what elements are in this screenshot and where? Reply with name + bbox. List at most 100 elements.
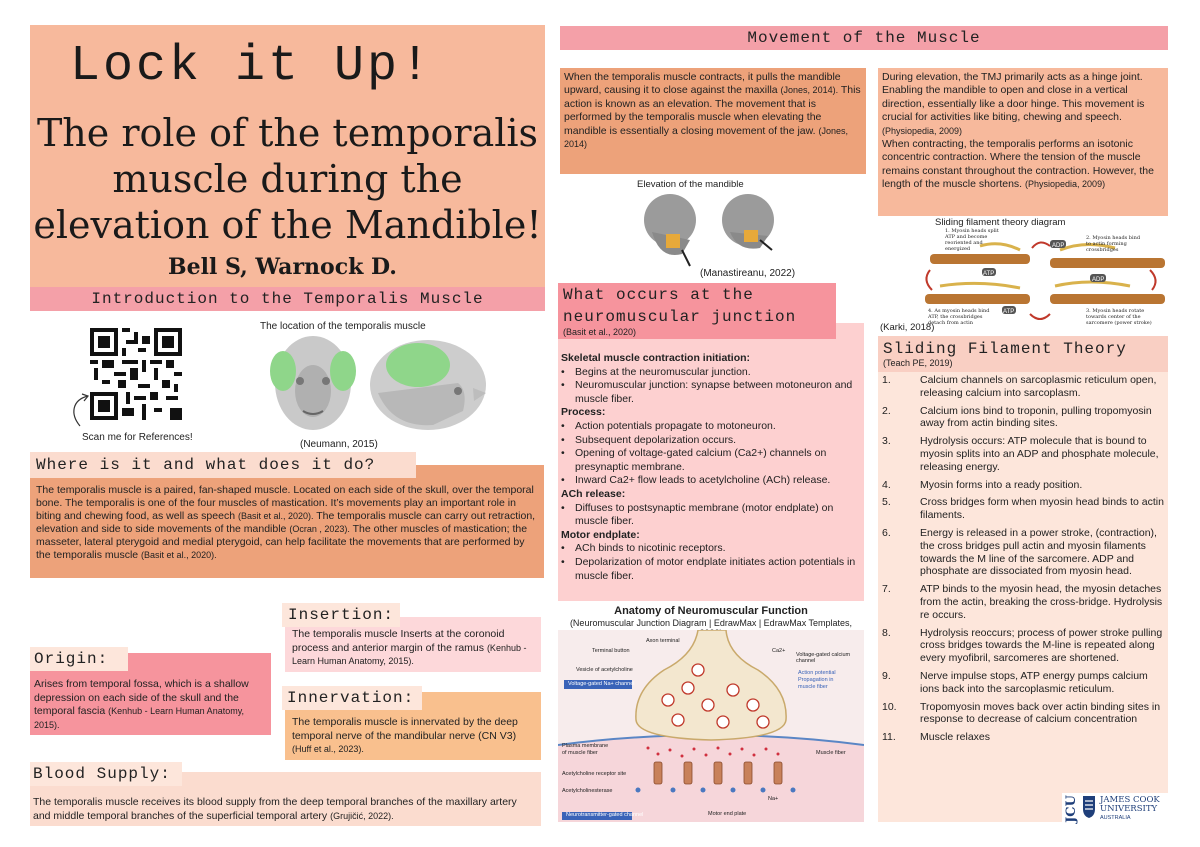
origin-cite: (Kenhub - Learn Human Anatomy, 2015). — [34, 706, 245, 730]
nmj-h1: Skeletal muscle contraction initiation: — [561, 352, 751, 364]
origin-body: Arises from temporal fossa, which is a s… — [34, 678, 249, 717]
where-text-1: The temporalis muscle is a paired, fan-s… — [36, 484, 534, 523]
title-main: The role of the temporalis muscle during… — [32, 110, 543, 248]
jcu-country: AUSTRALIA — [1100, 814, 1131, 821]
where-text-2: The temporalis muscle can carry out retr… — [36, 510, 536, 536]
label-vg-na-channel: Voltage-gated Na+ channel — [568, 681, 635, 687]
atp-label-2: ATP — [1003, 309, 1014, 315]
innervation-text: The temporalis muscle is innervated by t… — [292, 716, 536, 757]
adp-label-2: ADP — [1092, 277, 1104, 283]
movement-heading: Movement of the Muscle — [560, 26, 1168, 50]
where-text-3: The other muscles of mastication; the ma… — [36, 523, 528, 562]
nmj-heading-line-1: What occurs at the — [563, 286, 754, 304]
nmj-h3: ACh release: — [561, 487, 626, 500]
movement-box2-cite1: (Physiopedia, 2009) — [882, 125, 963, 136]
movement-box2-text1: During elevation, the TMJ primarily acts… — [882, 71, 1145, 124]
movement-box1-cite1: (Jones, 2014). — [780, 85, 839, 96]
insertion-text: The temporalis muscle Inserts at the cor… — [292, 628, 536, 669]
blood-heading: Blood Supply: — [30, 762, 182, 786]
where-text: The temporalis muscle is a paired, fan-s… — [36, 484, 538, 563]
movement-box2-text2: When contracting, the temporalis perform… — [882, 138, 1154, 191]
jcu-crest-icon — [1082, 795, 1096, 824]
temporalis-figure-credit: (Neumann, 2015) — [300, 439, 378, 450]
label-terminal-button: Terminal button — [592, 648, 630, 654]
movement-box2-cite2: (Physiopedia, 2009) — [1025, 179, 1106, 190]
elevation-figure-title: Elevation of the mandible — [637, 179, 744, 190]
label-na: Na+ — [768, 796, 779, 802]
sliding-step-row-2: 2.Calcium ions bind to troponin, pulling… — [882, 404, 1152, 430]
nmj-b4-0: ACh binds to nicotinic receptors. — [561, 542, 861, 556]
sliding-step-1: 1. Myosin heads split ATP and become reo… — [945, 228, 999, 252]
title-panel — [30, 25, 545, 290]
nmj-b2-3: Inward Ca2+ flow leads to acetylcholine … — [561, 474, 861, 488]
nmj-b2-1: Subsequent depolarization occurs. — [561, 434, 861, 448]
movement-box1-cite2: (Jones, 2014) — [564, 125, 848, 150]
movement-box-2: During elevation, the TMJ primarily acts… — [878, 68, 1168, 216]
where-cite-1: (Basit et al., 2020). — [237, 511, 314, 522]
atp-label-1: ATP — [983, 271, 994, 277]
nmj-h2: Process: — [561, 406, 606, 419]
nmj-heading: What occurs at the neuromuscular junctio… — [558, 283, 836, 339]
insertion-heading: Insertion: — [282, 603, 400, 627]
elevation-figure-credit: (Manastireanu, 2022) — [700, 268, 796, 279]
label-muscle-fiber: Muscle fiber — [816, 750, 846, 756]
nmj-h4: Motor endplate: — [561, 528, 640, 541]
sliding-step-row-4: 4.Myosin forms into a ready position. — [882, 478, 1083, 491]
sliding-step-2: 2. Myosin heads bind to actin forming cr… — [1086, 235, 1141, 253]
nmj-content: Skeletal muscle contraction initiation: … — [561, 352, 861, 583]
label-vg-ca-channel: Voltage-gated calcium channel — [796, 652, 851, 664]
innervation-heading: Innervation: — [282, 686, 422, 710]
jcu-logo-mark: JCU — [1064, 795, 1079, 823]
jcu-logo-text: JAMES COOK UNIVERSITY AUSTRALIA — [1100, 795, 1160, 823]
where-heading: Where is it and what does it do? — [30, 452, 416, 478]
nmj-b1-0: Begins at the neuromuscular junction. — [561, 366, 861, 380]
nmj-b2-2: Opening of voltage-gated calcium (Ca2+) … — [561, 447, 861, 474]
sliding-step-row-6: 6.Energy is released in a power stroke, … — [882, 526, 1157, 578]
origin-heading: Origin: — [30, 647, 128, 671]
sliding-step-row-11: 11.Muscle relaxes — [882, 731, 991, 744]
sliding-panel — [878, 372, 1168, 822]
sliding-cite: (Teach PE, 2019) — [883, 358, 953, 368]
innervation-body: The temporalis muscle is innervated by t… — [292, 716, 518, 742]
blood-text: The temporalis muscle receives its blood… — [33, 796, 537, 823]
adp-label-1: ADP — [1052, 243, 1064, 249]
label-plasma-membrane: Plasma membrane of muscle fiber — [562, 743, 609, 756]
sliding-diagram-title: Sliding filament theory diagram — [935, 217, 1066, 228]
sliding-step-row-9: 9.Nerve impulse stops, ATP energy pumps … — [882, 669, 1148, 695]
sliding-heading: Sliding Filament Theory — [883, 340, 1127, 358]
temporalis-location-figure — [258, 333, 498, 433]
insertion-body: The temporalis muscle Inserts at the cor… — [292, 628, 505, 654]
sliding-step-row-8: 8.Hydrolysis reoccurs; process of power … — [882, 626, 1163, 665]
where-cite-3: (Basit et al., 2020). — [141, 550, 217, 561]
title-lock: Lock it Up! — [70, 38, 434, 95]
qr-caption: Scan me for References! — [82, 432, 193, 443]
jcu-logo: JCU JAMES COOK UNIVERSITY AUSTRALIA — [1062, 793, 1168, 825]
sliding-step-row-5: 5.Cross bridges form when myosin head bi… — [882, 496, 1164, 522]
label-motor-end-plate: Motor end plate — [708, 811, 747, 817]
sliding-step-row-3: 3.Hydrolysis occurs: ATP molecule that i… — [882, 435, 1159, 473]
nmj-b1-1: Neuromuscular junction: synapse between … — [561, 379, 861, 406]
where-cite-2: (Ocran , 2023). — [289, 524, 350, 535]
qr-code[interactable] — [90, 328, 182, 420]
nmj-b3-0: Diffuses to postsynaptic membrane (motor… — [561, 502, 861, 529]
movement-box1-text2: This action is known as an elevation. Th… — [564, 84, 861, 137]
anatomy-title: Anatomy of Neuromuscular Function — [614, 605, 808, 617]
sliding-filament-diagram: ADP ADP ATP ATP — [920, 228, 1170, 332]
movement-box1-text1: When the temporalis muscle contracts, it… — [564, 71, 841, 97]
nmj-b4-1: Depolarization of motor endplate initiat… — [561, 556, 861, 583]
insertion-cite: (Kenhub - Learn Human Anatomy, 2015). — [292, 642, 527, 667]
title-line-2: muscle during the — [112, 157, 463, 201]
sliding-heading-box: Sliding Filament Theory (Teach PE, 2019) — [878, 336, 1168, 372]
sliding-step-row-1: 1.Calcium channels on sarcoplasmic retic… — [882, 374, 1157, 399]
innervation-cite: (Huff et al., 2023). — [292, 744, 364, 754]
intro-heading: Introduction to the Temporalis Muscle — [30, 287, 545, 311]
title-line-1: The role of the temporalis — [36, 111, 539, 155]
label-ache: Acetylcholinesterase — [562, 788, 613, 794]
label-ca: Ca2+ — [772, 648, 786, 654]
sliding-step-row-7: 7.ATP binds to the myosin head, the myos… — [882, 583, 1163, 621]
sliding-steps: 1.Calcium channels on sarcoplasmic retic… — [882, 374, 1164, 749]
curved-arrow-icon — [66, 392, 106, 437]
sliding-step-row-10: 10.Tropomyosin moves back over actin bin… — [882, 700, 1161, 726]
where-panel — [30, 465, 544, 578]
label-neurotransmitter-channel: Neurotransmitter-gated channel — [566, 812, 644, 818]
